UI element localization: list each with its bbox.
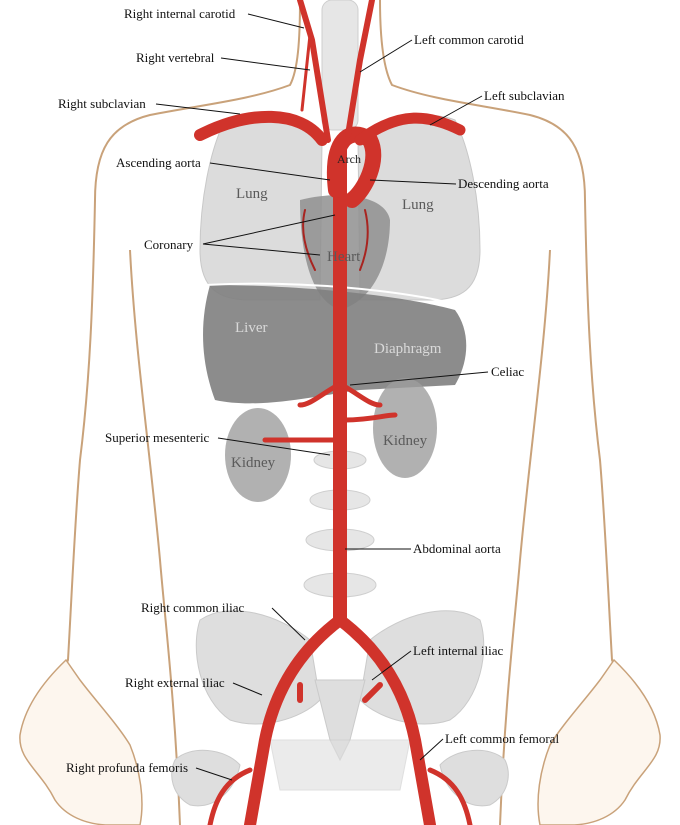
lungs: [199, 114, 481, 301]
leader-lines: [155, 13, 489, 781]
label-coronary: Coronary: [144, 237, 194, 252]
label-descending-aorta: Descending aorta: [458, 176, 549, 191]
diaphragm-label: Diaphragm: [374, 341, 442, 357]
label-right-common-iliac: Right common iliac: [141, 600, 245, 615]
arteries: [194, 0, 473, 825]
kidney-right-label: Kidney: [383, 433, 428, 449]
arch-label: Arch: [337, 152, 361, 166]
label-right-profunda-femoris: Right profunda femoris: [66, 760, 189, 775]
liver-label: Liver: [235, 320, 268, 336]
heart-label: Heart: [327, 249, 361, 265]
label-left-internal-iliac: Left internal iliac: [413, 643, 504, 658]
label-celiac: Celiac: [491, 364, 525, 379]
label-right-subclavian: Right subclavian: [58, 96, 146, 111]
hands: [19, 658, 661, 825]
kidney-left-label: Kidney: [231, 455, 276, 471]
label-left-common-carotid: Left common carotid: [414, 32, 524, 47]
label-right-vertebral: Right vertebral: [136, 50, 215, 65]
label-left-subclavian: Left subclavian: [484, 88, 565, 103]
label-right-internal-carotid: Right internal carotid: [124, 6, 236, 21]
label-right-external-iliac: Right external iliac: [125, 675, 225, 690]
label-left-common-femoral: Left common femoral: [445, 731, 560, 746]
kidneys: [225, 378, 437, 502]
label-ascending-aorta: Ascending aorta: [116, 155, 201, 170]
label-abdominal-aorta: Abdominal aorta: [413, 541, 501, 556]
label-superior-mesenteric: Superior mesenteric: [105, 430, 210, 445]
lung-left-label: Lung: [402, 197, 434, 213]
lung-right-label: Lung: [236, 186, 268, 202]
